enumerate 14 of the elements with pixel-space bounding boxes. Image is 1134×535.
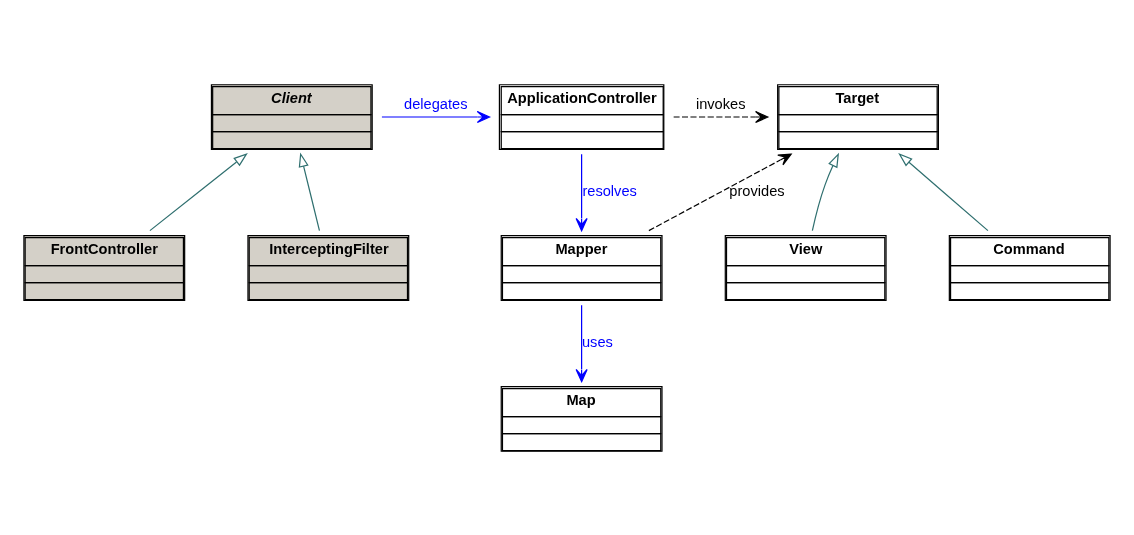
arrow bbox=[575, 304, 588, 382]
arrow bbox=[381, 110, 491, 123]
arrow bbox=[298, 151, 321, 231]
arrow bbox=[673, 110, 769, 123]
edge-label: invokes bbox=[695, 95, 746, 112]
edge-label: uses bbox=[582, 333, 613, 350]
edge-label: provides bbox=[729, 182, 785, 199]
arrow bbox=[575, 153, 588, 231]
arrow bbox=[898, 152, 989, 231]
edge-label: delegates bbox=[404, 95, 468, 112]
arrow bbox=[149, 152, 248, 231]
arrow bbox=[811, 152, 840, 231]
edge-label: resolves bbox=[582, 182, 637, 199]
arrow bbox=[648, 153, 792, 231]
